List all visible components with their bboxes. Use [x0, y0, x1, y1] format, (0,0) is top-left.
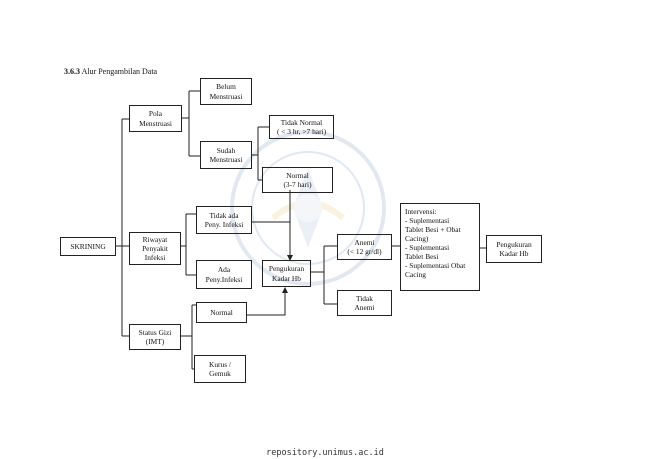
status-gizi-node: Status Gizi (IMT) — [129, 324, 181, 350]
anemi-node: Anemi (< 12 gr/dl) — [337, 234, 392, 260]
tidak-normal-node: Tidak Normal ( < 3 hr, >7 hari) — [269, 115, 334, 139]
tidak-anemi-node: Tidak Anemi — [337, 290, 392, 316]
kurus-gemuk-node: Kurus / Gemuk — [194, 355, 246, 383]
belum-menstruasi-node: Belum Menstruasi — [200, 78, 252, 105]
pola-menstruasi-node: Pola Menstruasi — [129, 105, 182, 132]
riwayat-penyakit-node: Riwayat Penyakit Infeksi — [129, 232, 181, 265]
pengukuran-hb-final-node: Pengukuran Kadar Hb — [486, 235, 542, 263]
section-heading: 3.6.3 Alur Pengambilan Data — [64, 67, 157, 76]
pengukuran-hb-node: Pengukuran Kadar Hb — [262, 260, 311, 287]
skrining-node: SKRINING — [60, 237, 116, 256]
section-title: Alur Pengambilan Data — [81, 67, 158, 76]
tidak-ada-infeksi-node: Tidak ada Peny. Infeksi — [196, 206, 252, 234]
intervensi-node: Intervensi: - Suplementasi Tablet Besi +… — [400, 203, 480, 291]
repository-footer: repository.unimus.ac.id — [266, 448, 384, 458]
sudah-menstruasi-node: Sudah Menstruasi — [200, 141, 252, 169]
ada-infeksi-node: Ada Peny.Infeksi — [196, 260, 252, 289]
section-number: 3.6.3 — [64, 67, 80, 76]
normal-gizi-node: Normal — [196, 302, 247, 323]
normal-menstruasi-node: Normal (3-7 hari) — [262, 167, 333, 193]
university-seal-watermark — [230, 130, 386, 286]
